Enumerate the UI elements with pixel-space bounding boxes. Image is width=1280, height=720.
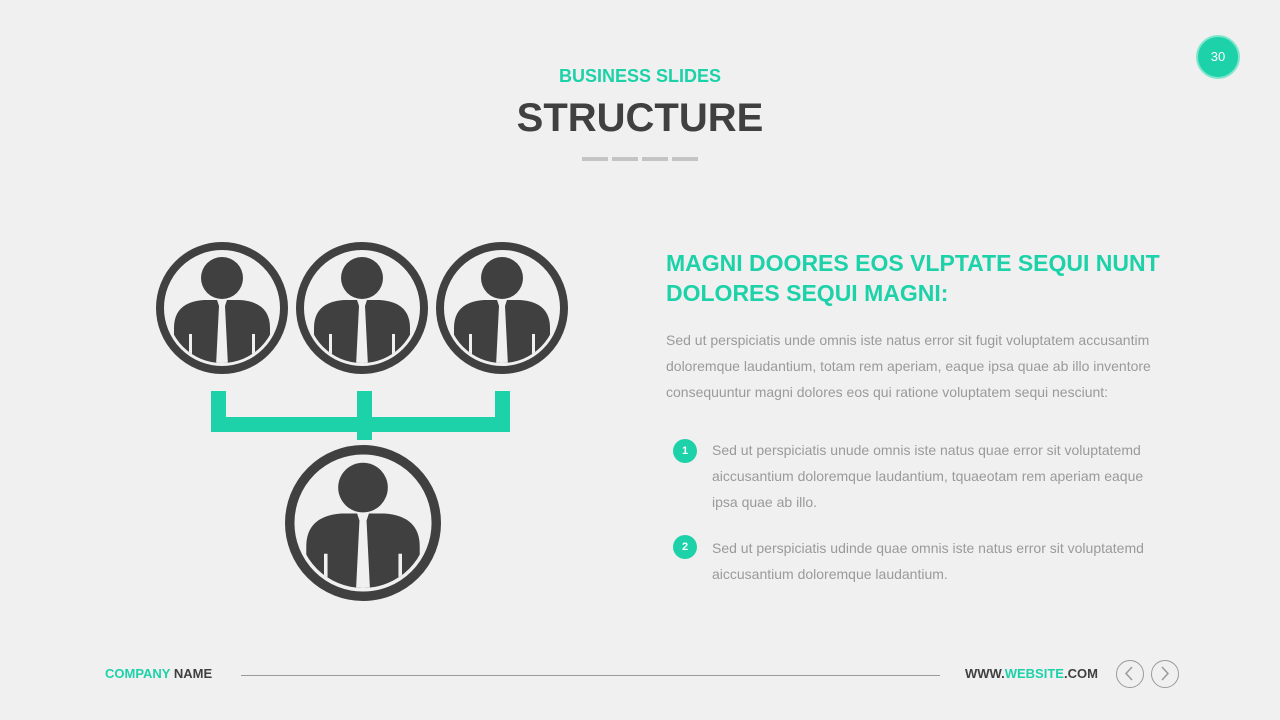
next-slide-button[interactable] [1151, 660, 1179, 688]
slide-title: STRUCTURE [516, 96, 764, 140]
connector-lines [211, 391, 510, 440]
company-name: COMPANY NAME [105, 666, 212, 681]
person-icon [440, 246, 564, 374]
list-item: Sed ut perspiciatis udinde quae omnis is… [712, 540, 1144, 582]
website-suffix: .COM [1063, 666, 1098, 681]
title-divider [642, 157, 668, 161]
list-number-badge: 1 [673, 439, 697, 463]
page-number-badge: 30 [1196, 35, 1240, 79]
prev-slide-button[interactable] [1116, 660, 1144, 688]
website-prefix: WWW. [965, 666, 1005, 681]
company-accent: COMPANY [105, 666, 171, 681]
website-link[interactable]: WWW.WEBSITE.COM [965, 666, 1098, 681]
chevron-right-icon [1161, 666, 1170, 681]
website-accent: WEBSITE [1004, 666, 1064, 681]
person-icon [300, 246, 424, 374]
title-divider [672, 157, 698, 161]
title-divider [582, 157, 608, 161]
list-item: Sed ut perspiciatis unude omnis iste nat… [712, 442, 1144, 510]
slide-subtitle: BUSINESS SLIDES [558, 66, 722, 86]
footer-divider [241, 675, 940, 676]
list-number-badge: 2 [673, 535, 697, 559]
company-rest: NAME [170, 666, 213, 681]
person-icon [160, 246, 284, 374]
chevron-left-icon [1124, 666, 1133, 681]
content-heading: MAGNI DOORES EOS VLPTATE SEQUI NUNT DOLO… [666, 250, 1160, 306]
org-structure-diagram [0, 0, 640, 720]
title-divider [612, 157, 638, 161]
content-paragraph: Sed ut perspiciatis unde omnis iste natu… [666, 332, 1151, 400]
manager-person-icon [290, 450, 437, 601]
